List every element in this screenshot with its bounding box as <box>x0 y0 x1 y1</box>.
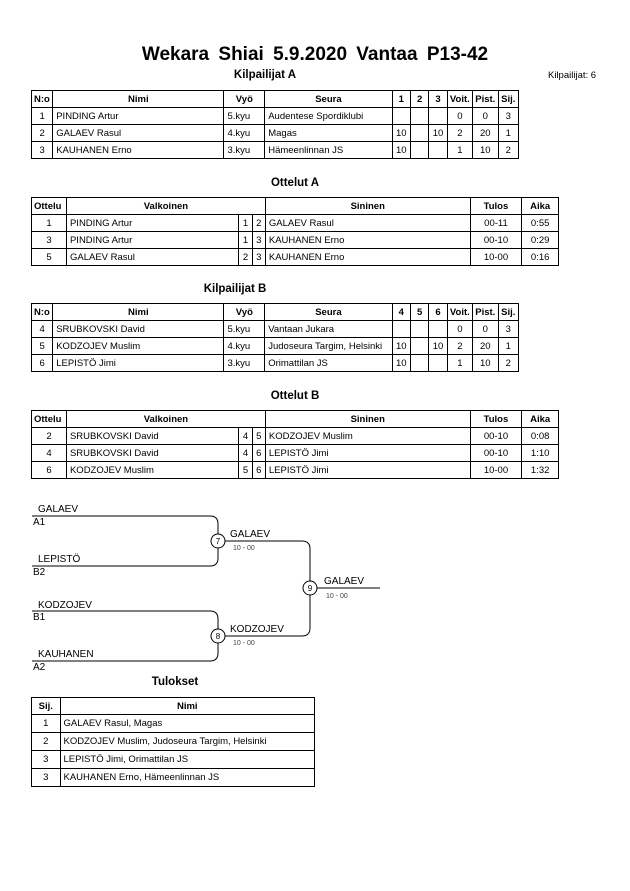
page-title: Wekara Shiai 5.9.2020 Vantaa P13-42 <box>141 44 489 65</box>
table-row: 1 PINDING Artur 1 2 GALAEV Rasul 00-11 0… <box>31 214 559 232</box>
matches-b-header-row: Ottelu Valkoinen Sininen Tulos Aika <box>31 410 559 428</box>
cell: KAUHANEN Erno, Hämeenlinnan JS <box>59 768 315 787</box>
cell: 1 <box>497 337 520 355</box>
match-circle-9 <box>302 580 318 596</box>
pool-b-heading: Kilpailijat B <box>203 283 267 295</box>
final-winner: GALAEV <box>324 576 364 587</box>
semi1-bottom-name: LEPISTÖ <box>38 553 80 565</box>
cell: 6 <box>30 354 54 372</box>
semi2-top-name: KODZOJEV <box>38 600 92 611</box>
matches-a-heading: Ottelut A <box>270 177 320 189</box>
cell: 2 <box>446 337 474 355</box>
col-header: Sij. <box>31 697 61 715</box>
cell: 0:16 <box>521 248 559 266</box>
cell: 3 <box>31 768 61 787</box>
table-row: 5 KODZOJEV Muslim 4.kyu Judoseura Targim… <box>30 337 520 355</box>
pool-a-table: N:o Nimi Vyö Seura 1 2 3 Voit. Pist. Sij… <box>30 90 520 159</box>
cell: 10-00 <box>469 248 523 266</box>
col-header: N:o <box>30 303 54 321</box>
cell: KAUHANEN Erno <box>264 248 471 266</box>
matches-b-table: Ottelu Valkoinen Sininen Tulos Aika 2 SR… <box>31 410 559 479</box>
cell: KODZOJEV Muslim, Judoseura Targim, Helsi… <box>59 732 315 751</box>
cell: KAUHANEN Erno <box>52 141 225 159</box>
table-row: 6 KODZOJEV Muslim 5 6 LEPISTÖ Jimi 10-00… <box>31 461 559 479</box>
semi1-top-seed: A1 <box>33 517 46 528</box>
cell: 2 <box>31 732 61 751</box>
cell: 1 <box>446 141 474 159</box>
matches-a-table: Ottelu Valkoinen Sininen Tulos Aika 1 PI… <box>31 197 559 266</box>
table-row: 5 GALAEV Rasul 2 3 KAUHANEN Erno 10-00 0… <box>31 248 559 266</box>
semi2-bottom-seed: A2 <box>33 662 46 673</box>
match-no-9: 9 <box>308 584 313 593</box>
table-row: 3 PINDING Artur 1 3 KAUHANEN Erno 00-10 … <box>31 231 559 249</box>
cell <box>428 141 448 159</box>
table-row: 2 KODZOJEV Muslim, Judoseura Targim, Hel… <box>31 732 315 751</box>
results-table: Sij. Nimi 1 GALAEV Rasul, Magas 2 KODZOJ… <box>31 697 315 787</box>
col-header: Nimi <box>59 697 315 715</box>
cell: LEPISTÖ Jimi, Orimattilan JS <box>59 750 315 769</box>
cell: 3 <box>30 141 54 159</box>
table-row: 3 KAUHANEN Erno 3.kyu Hämeenlinnan JS 10… <box>30 141 520 159</box>
cell: LEPISTÖ Jimi <box>264 461 471 479</box>
col-header: 3 <box>428 90 448 108</box>
cell <box>428 354 448 372</box>
cell: 1 <box>446 354 474 372</box>
cell: 3 <box>31 750 61 769</box>
semi2-bottom-name: KAUHANEN <box>38 649 94 660</box>
table-row: 2 GALAEV Rasul 4.kyu Magas 10 10 2 20 1 <box>30 124 520 142</box>
bracket-line-final <box>218 540 311 637</box>
col-header: N:o <box>30 90 54 108</box>
semi1-top-name: GALAEV <box>38 504 78 515</box>
semi1-bottom-seed: B2 <box>33 567 46 578</box>
cell: 1:32 <box>521 461 559 479</box>
results-header-row: Sij. Nimi <box>31 697 315 715</box>
cell: Orimattilan JS <box>264 354 393 372</box>
cell: 6 <box>251 461 266 479</box>
table-row: 3 LEPISTÖ Jimi, Orimattilan JS <box>31 750 315 769</box>
table-row: 3 KAUHANEN Erno, Hämeenlinnan JS <box>31 768 315 787</box>
table-row: 4 SRUBKOVSKI David 5.kyu Vantaan Jukara … <box>30 320 520 338</box>
table-row: 1 GALAEV Rasul, Magas <box>31 714 315 733</box>
results-heading: Tulokset <box>151 676 199 688</box>
cell: 2 <box>497 141 520 159</box>
match-circle-7 <box>210 533 226 549</box>
match-no-7: 7 <box>216 537 221 546</box>
pool-b-table: N:o Nimi Vyö Seura 4 5 6 Voit. Pist. Sij… <box>30 303 520 372</box>
table-row: 1 PINDING Artur 5.kyu Audentese Spordikl… <box>30 107 520 125</box>
cell: 1 <box>31 714 61 733</box>
semi2-score: 10 - 00 <box>233 640 255 647</box>
matches-b-heading: Ottelut B <box>270 390 320 402</box>
semi1-winner: GALAEV <box>230 529 270 540</box>
cell: 2 <box>497 354 520 372</box>
match-no-8: 8 <box>216 632 221 641</box>
cell: 0:08 <box>521 427 559 445</box>
semi1-score: 10 - 00 <box>233 545 255 552</box>
match-circle-8 <box>210 628 226 644</box>
cell: 3.kyu <box>223 354 266 372</box>
cell: 4 <box>30 320 54 338</box>
table-row: 6 LEPISTÖ Jimi 3.kyu Orimattilan JS 10 1… <box>30 354 520 372</box>
final-score: 10 - 00 <box>326 593 348 600</box>
cell: 10 <box>472 141 499 159</box>
table-row: 2 SRUBKOVSKI David 4 5 KODZOJEV Muslim 0… <box>31 427 559 445</box>
pool-a-heading: Kilpailijat A <box>233 69 297 81</box>
cell: 3 <box>251 248 266 266</box>
cell: GALAEV Rasul, Magas <box>59 714 315 733</box>
cell: 0 <box>446 107 474 125</box>
table-row: 4 SRUBKOVSKI David 4 6 LEPISTÖ Jimi 00-1… <box>31 444 559 462</box>
cell: Hämeenlinnan JS <box>264 141 393 159</box>
cell: 10-00 <box>469 461 523 479</box>
semi2-top-seed: B1 <box>33 612 46 623</box>
col-header: Voit. <box>446 90 474 108</box>
cell: 0:55 <box>521 214 559 232</box>
semi2-winner: KODZOJEV <box>230 624 284 635</box>
cell: LEPISTÖ Jimi <box>52 354 225 372</box>
competitors-count: Kilpailijat: 6 <box>548 70 597 81</box>
